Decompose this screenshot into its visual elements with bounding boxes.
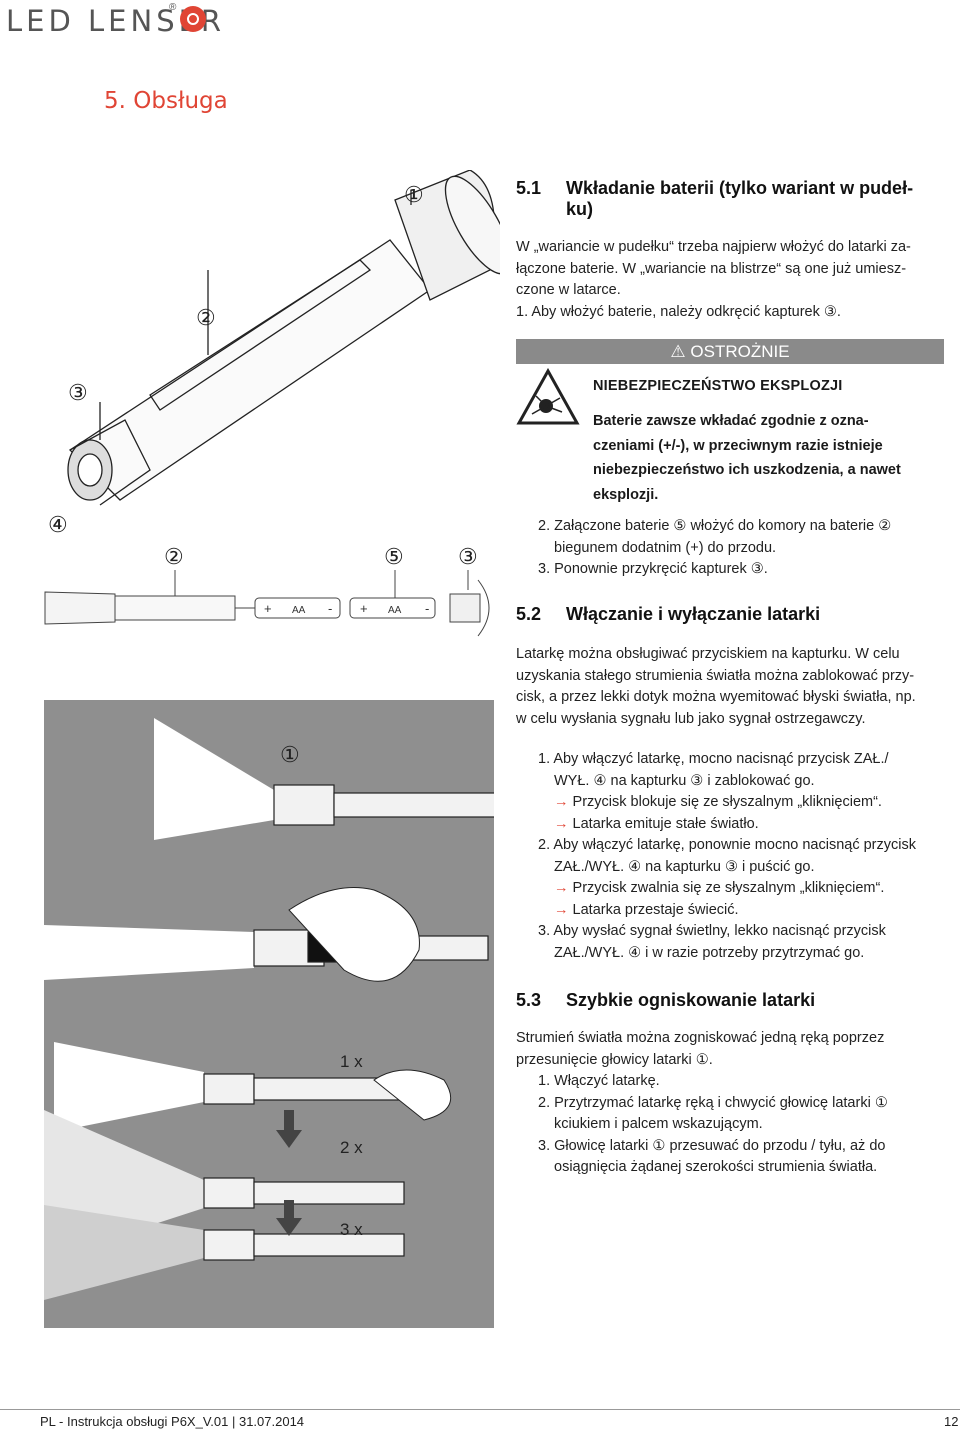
callout-5: ⑤: [384, 544, 404, 569]
warning-line: czeniami (+/-), w przeciwnym razie istni…: [593, 437, 883, 454]
section-5-2-title: 5.2 Włączanie i wyłączanie latarki: [516, 604, 956, 625]
step-1b: WYŁ. ④ na kapturku ③ i zablokować go.: [554, 772, 815, 789]
section-5-1-title: 5.1 Wkładanie baterii (tylko wariant w pu…: [516, 178, 956, 220]
step-3a: 3. Aby wysłać sygnał świetlny, lekko nac…: [538, 923, 886, 939]
section-5-1-heading-l1: Wkładanie baterii (tylko wariant w pudeł…: [566, 178, 914, 198]
focus-count-2: 2 x: [340, 1138, 363, 1157]
battery-label-1: AA: [292, 605, 306, 616]
step-2a: 2. Przytrzymać latarkę ręką i chwycić gł…: [538, 1094, 888, 1111]
warning-header: ⚠ OSTROŻNIE: [516, 339, 944, 364]
paragraph-line: przesunięcie głowicy latarki ①.: [516, 1051, 713, 1068]
footer-divider: [0, 1409, 960, 1410]
step-2b: ZAŁ./WYŁ. ④ na kapturku ③ i puścić go.: [554, 858, 815, 875]
callout-2-mid: ②: [164, 544, 184, 569]
logo-registered-mark: ®: [169, 2, 177, 13]
callout-1-bottom: ①: [280, 742, 300, 767]
result-2: → Latarka emituje stałe światło.: [538, 814, 960, 836]
warning-line: eksplozji.: [593, 486, 659, 503]
step-2a: 2. Załączone baterie ⑤ włożyć do komory …: [538, 518, 892, 534]
page-number: 12: [944, 1414, 959, 1429]
result-3: → Przycisk zwalnia się ze słyszalnym „kl…: [538, 878, 960, 900]
section-5-2-heading: Włączanie i wyłączanie latarki: [566, 604, 821, 624]
result-4-text: Latarka przestaje świecić.: [572, 901, 739, 918]
callout-3-mid: ③: [458, 544, 478, 569]
result-1: → Przycisk blokuje się ze słyszalnym „kl…: [538, 792, 960, 814]
footer-doc-info: PL - Instrukcja obsługi P6X_V.01 | 31.07…: [40, 1414, 305, 1429]
logo-circle-icon: [180, 6, 206, 32]
step-2a: 2. Aby włączyć latarkę, ponownie mocno n…: [538, 837, 916, 853]
paragraph-line: łączone baterie. W „wariancie na blistrz…: [516, 260, 907, 277]
section-5-3-steps: 1. Włączyć latarkę. 2. Przytrzymać latar…: [538, 1071, 960, 1179]
section-5-2-intro: Latarkę można obsługiwać przyciskiem na …: [516, 644, 960, 730]
result-4: → Latarka przestaje świecić.: [538, 900, 960, 922]
explosion-warning-icon: [516, 368, 580, 425]
flashlight-diagram: ① ② ③ ④ ② ⑤ ③ + AA - + AA -: [44, 170, 500, 637]
step-3b: ZAŁ./WYŁ. ④ i w razie potrzeby przytrzym…: [554, 944, 865, 961]
battery-minus-2: -: [425, 601, 429, 616]
step-1: 1. Aby włożyć baterie, należy odkręcić k…: [516, 303, 841, 320]
step-2b: kciukiem i palcem wskazującym.: [554, 1116, 763, 1132]
focus-count-3: 3 x: [340, 1220, 363, 1239]
result-3-text: Przycisk zwalnia się ze słyszalnym „klik…: [572, 880, 885, 896]
section-5-2-number: 5.2: [516, 604, 542, 624]
paragraph-line: w celu wysłania sygnału lub jako sygnał …: [516, 710, 866, 727]
battery-plus-1: +: [264, 601, 272, 616]
arrow-right-icon: →: [554, 815, 573, 832]
warning-line: niebezpieczeństwo ich uszkodzenia, a naw…: [593, 462, 901, 478]
warning-title: NIEBEZPIECZEŃSTWO EKSPLOZJI: [593, 378, 843, 394]
arrow-right-icon: →: [554, 901, 573, 918]
paragraph-line: cisk, a przez lekki dotyk można wyemitow…: [516, 689, 916, 705]
paragraph-line: czone w latarce.: [516, 282, 621, 298]
battery-minus-1: -: [328, 601, 332, 616]
warning-line: Baterie zawsze wkładać zgodnie z ozna-: [593, 413, 869, 429]
chapter-title: 5. Obsługa: [104, 88, 228, 114]
arrow-right-icon: →: [554, 794, 573, 810]
section-5-2-steps: 1. Aby włączyć latarkę, mocno nacisnąć p…: [538, 749, 960, 964]
result-1-text: Przycisk blokuje się ze słyszalnym „klik…: [572, 794, 882, 810]
warning-body: Baterie zawsze wkładać zgodnie z ozna- c…: [593, 409, 943, 507]
callout-2-top: ②: [196, 305, 216, 330]
step-1: 1. Włączyć latarkę.: [538, 1073, 660, 1089]
result-2-text: Latarka emituje stałe światło.: [572, 815, 759, 832]
arrow-right-icon: →: [554, 880, 573, 896]
section-5-3-number: 5.3: [516, 990, 542, 1010]
section-5-1-heading-l2: ku): [566, 199, 593, 219]
step-3: 3. Ponownie przykręcić kapturek ③.: [538, 561, 768, 577]
section-5-1-number: 5.1: [516, 178, 542, 198]
battery-plus-2: +: [360, 601, 368, 616]
callout-1-top: ①: [404, 182, 424, 207]
step-3b: osiągnięcia żądanej szerokości strumieni…: [554, 1159, 878, 1175]
section-5-3-title: 5.3 Szybkie ogniskowanie latarki: [516, 990, 956, 1011]
paragraph-line: Latarkę można obsługiwać przyciskiem na …: [516, 646, 900, 662]
step-1a: 1. Aby włączyć latarkę, mocno nacisnąć p…: [538, 751, 889, 767]
step-2b: biegunem dodatnim (+) do przodu.: [554, 539, 777, 556]
focus-count-1: 1 x: [340, 1052, 363, 1071]
section-5-1-text: W „wariancie w pudełku“ trzeba najpierw …: [516, 237, 956, 323]
paragraph-line: uzyskania stałego strumienia światła moż…: [516, 667, 915, 684]
usage-illustration: ①: [44, 718, 494, 1300]
steps-2-3: 2. Załączone baterie ⑤ włożyć do komory …: [538, 516, 958, 581]
paragraph-line: W „wariancie w pudełku“ trzeba najpierw …: [516, 239, 911, 255]
battery-label-2: AA: [388, 605, 402, 616]
section-5-3-heading: Szybkie ogniskowanie latarki: [566, 990, 816, 1010]
callout-4: ④: [48, 512, 68, 537]
step-3a: 3. Głowicę latarki ① przesuwać do przodu…: [538, 1137, 886, 1154]
paragraph-line: Strumień światła można zogniskować jedną…: [516, 1030, 885, 1046]
section-5-3-intro: Strumień światła można zogniskować jedną…: [516, 1028, 960, 1071]
callout-3-top: ③: [68, 380, 88, 405]
